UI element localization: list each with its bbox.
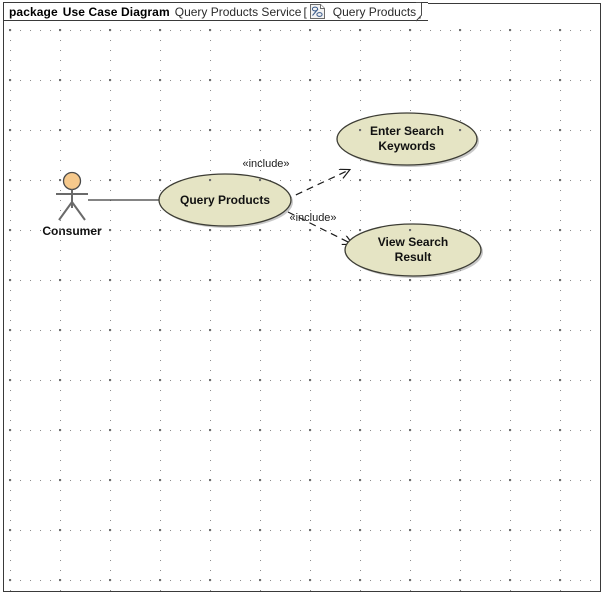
use-case-view-search-result[interactable]: View Search Result — [344, 223, 483, 278]
actor-leg-right-icon — [71, 201, 86, 221]
use-case-enter-search-keywords[interactable]: Enter Search Keywords — [336, 112, 479, 167]
actor-head-icon — [62, 171, 82, 191]
actor-leg-left-icon — [58, 201, 73, 221]
use-case-label-line-2: Keywords — [378, 139, 436, 153]
package-header-tab[interactable]: package Use Case Diagram Query Products … — [3, 2, 428, 21]
package-keyword-label: package — [9, 4, 58, 19]
use-case-ellipse — [336, 112, 478, 166]
connector-include-enter-search-keywords[interactable]: «include» — [242, 158, 349, 201]
actor-consumer[interactable]: Consumer — [42, 171, 102, 239]
use-case-label: Query Products — [180, 193, 270, 207]
actor-label-consumer: Consumer — [42, 224, 102, 238]
use-case-ellipse — [344, 223, 482, 277]
use-case-query-products[interactable]: Query Products — [158, 173, 293, 228]
package-bracket-open: [ — [303, 4, 307, 19]
include-stereotype-label: «include» — [242, 158, 289, 170]
connector-include-view-search-result[interactable]: «include» — [287, 211, 352, 244]
package-ref-label: Query Products — [332, 4, 417, 19]
diagram-canvas[interactable]: «include» «include» Consumer — [4, 22, 600, 591]
diagram-svg: «include» «include» Consumer — [42, 112, 483, 278]
package-name-label: Query Products Service — [174, 4, 302, 19]
include-dashed-line — [284, 170, 349, 201]
use-case-label-line-1: Enter Search — [370, 124, 444, 138]
use-case-label-line-1: View Search — [378, 235, 449, 249]
use-case-label-line-2: Result — [395, 250, 432, 264]
package-tab-fold-icon — [415, 2, 422, 22]
use-case-diagram-icon — [309, 4, 325, 19]
use-case-ellipse — [158, 173, 292, 227]
include-stereotype-label: «include» — [289, 212, 336, 224]
package-kind-label: Use Case Diagram — [62, 4, 170, 19]
